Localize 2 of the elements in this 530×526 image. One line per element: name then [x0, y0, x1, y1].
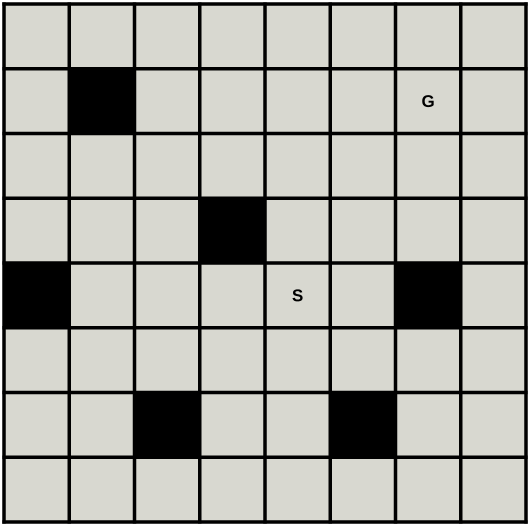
- cell-label: S: [292, 289, 303, 302]
- cell-label: G: [422, 95, 434, 108]
